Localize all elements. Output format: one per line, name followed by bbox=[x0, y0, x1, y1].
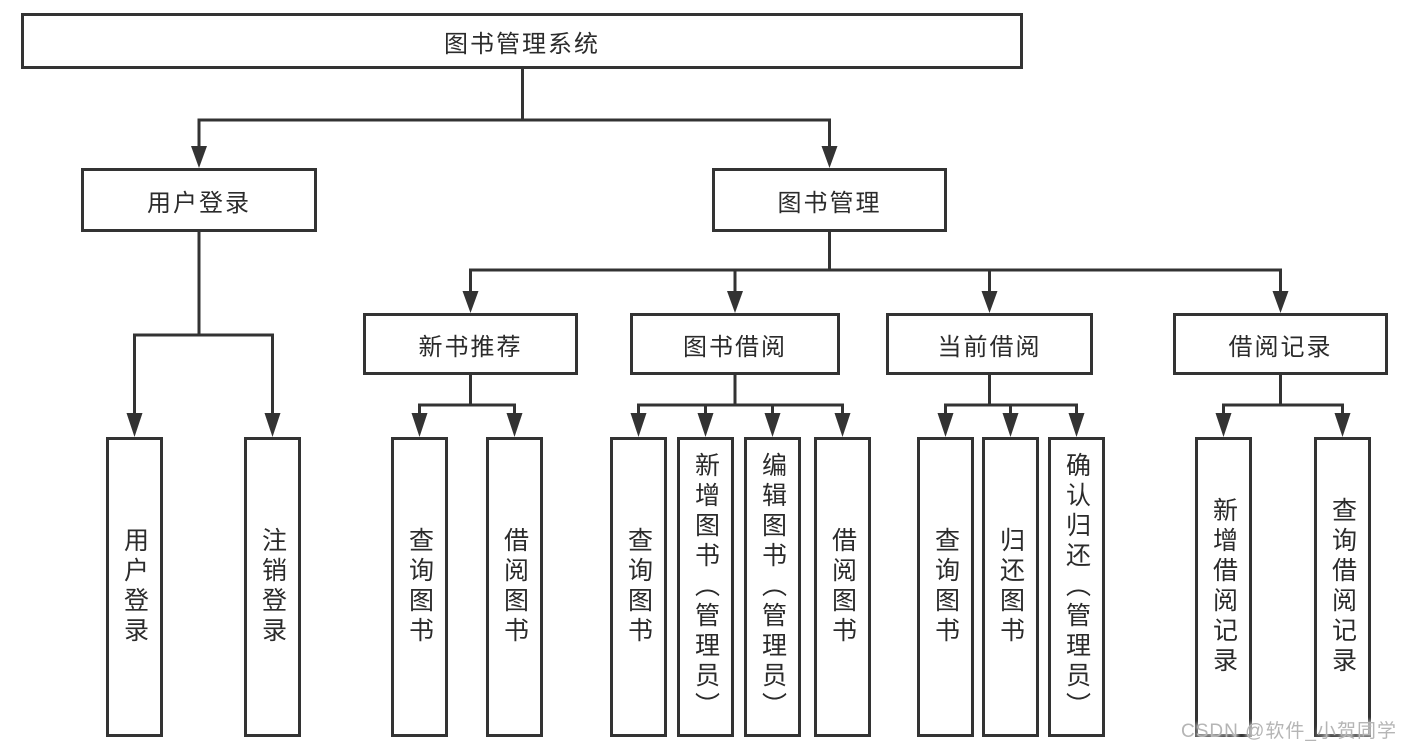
node-book-management: 图书管理 bbox=[712, 168, 947, 232]
leaf-query-books-borrow-label: 查询图书 bbox=[624, 527, 653, 647]
leaf-query-books-current: 查询图书 bbox=[917, 437, 974, 737]
node-library-management-system: 图书管理系统 bbox=[21, 13, 1023, 69]
leaf-return-books-label: 归还图书 bbox=[996, 527, 1025, 647]
leaf-borrow-books: 借阅图书 bbox=[814, 437, 871, 737]
leaf-logout: 注销登录 bbox=[244, 437, 301, 737]
leaf-add-books-admin: 新增图书（管理员） bbox=[677, 437, 734, 737]
node-current-borrowing: 当前借阅 bbox=[886, 313, 1093, 375]
leaf-confirm-return-admin: 确认归还（管理员） bbox=[1048, 437, 1105, 737]
leaf-query-books-current-label: 查询图书 bbox=[931, 527, 960, 647]
node-current-borrowing-label: 当前借阅 bbox=[937, 333, 1042, 361]
leaf-edit-books-admin-label: 编辑图书（管理员） bbox=[758, 452, 787, 722]
leaf-edit-books-admin: 编辑图书（管理员） bbox=[744, 437, 801, 737]
csdn-watermark: CSDN @软件_小贺同学 bbox=[1181, 721, 1397, 742]
node-new-book-recommendation-label: 新书推荐 bbox=[418, 333, 523, 361]
leaf-add-books-admin-label: 新增图书（管理员） bbox=[691, 452, 720, 722]
node-library-management-system-label: 图书管理系统 bbox=[444, 30, 600, 58]
node-book-borrowing: 图书借阅 bbox=[630, 313, 840, 375]
leaf-borrow-books-newrec-label: 借阅图书 bbox=[500, 527, 529, 647]
leaf-query-borrow-record: 查询借阅记录 bbox=[1314, 437, 1371, 737]
node-book-borrowing-label: 图书借阅 bbox=[683, 333, 787, 361]
leaf-logout-label: 注销登录 bbox=[258, 527, 287, 647]
node-user-login-label: 用户登录 bbox=[147, 189, 251, 217]
leaf-confirm-return-admin-label: 确认归还（管理员） bbox=[1062, 452, 1091, 722]
branch-lines bbox=[133, 67, 1344, 421]
leaf-query-books-borrow: 查询图书 bbox=[610, 437, 667, 737]
node-book-management-label: 图书管理 bbox=[777, 189, 882, 217]
leaf-add-borrow-record: 新增借阅记录 bbox=[1195, 437, 1252, 737]
node-borrowing-records-label: 借阅记录 bbox=[1228, 333, 1333, 361]
arrowheads bbox=[126, 146, 1351, 437]
node-new-book-recommendation: 新书推荐 bbox=[363, 313, 578, 375]
leaf-add-borrow-record-label: 新增借阅记录 bbox=[1209, 497, 1238, 677]
node-user-login: 用户登录 bbox=[81, 168, 317, 232]
leaf-query-books-newrec: 查询图书 bbox=[391, 437, 448, 737]
leaf-query-books-newrec-label: 查询图书 bbox=[405, 527, 434, 647]
leaf-borrow-books-label: 借阅图书 bbox=[828, 527, 857, 647]
node-borrowing-records: 借阅记录 bbox=[1173, 313, 1388, 375]
leaf-user-login-label: 用户登录 bbox=[120, 527, 149, 647]
leaf-user-login: 用户登录 bbox=[106, 437, 163, 737]
leaf-borrow-books-newrec: 借阅图书 bbox=[486, 437, 543, 737]
leaf-return-books: 归还图书 bbox=[982, 437, 1039, 737]
leaf-query-borrow-record-label: 查询借阅记录 bbox=[1328, 497, 1357, 677]
